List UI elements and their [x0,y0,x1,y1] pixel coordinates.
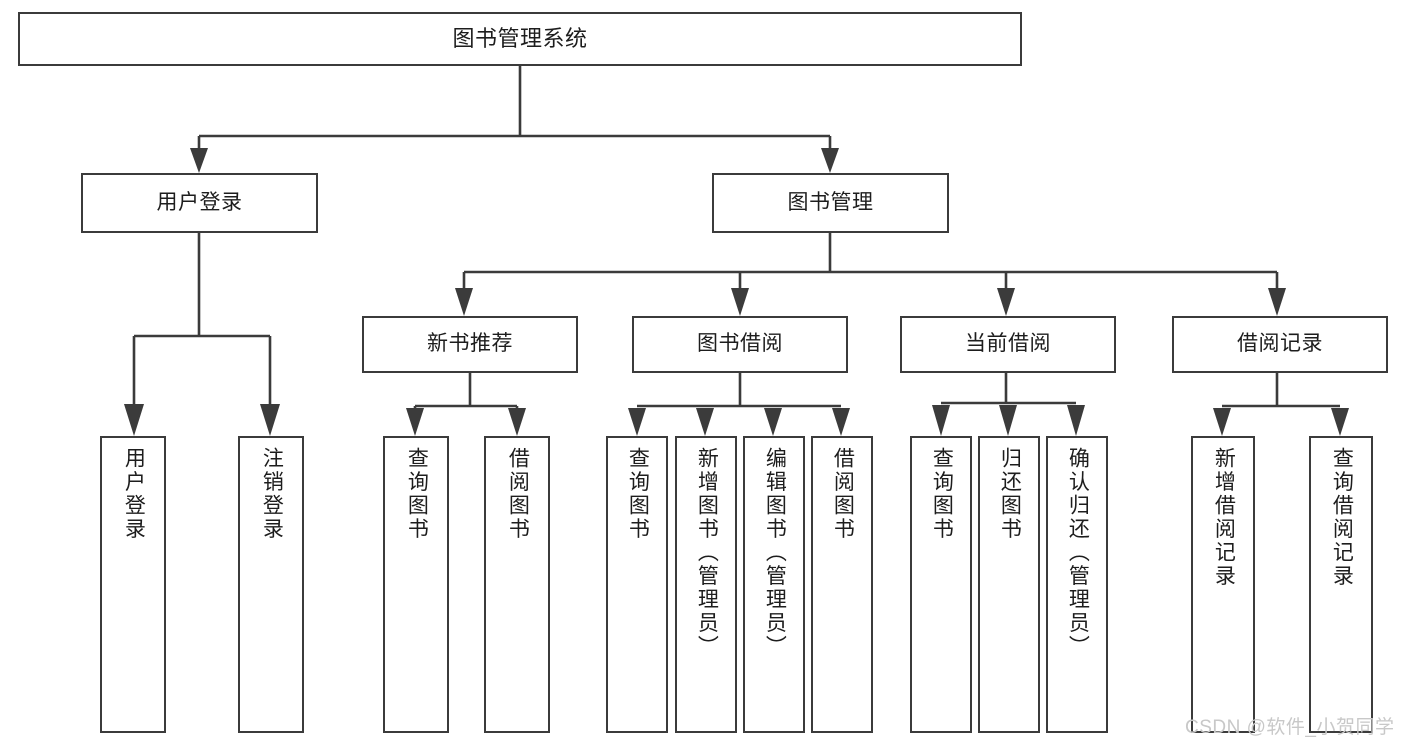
node-label: 编辑图书（管理员） [763,447,787,659]
node-label: 查询借阅记录 [1330,447,1354,588]
arrowhead-leaf-user-login-0 [124,404,144,436]
node-label: 归还图书 [998,447,1022,541]
leaf-current-borrow-confirm-return-admin[interactable]: 确认归还（管理员） [1046,436,1108,733]
node-label: 查询图书 [405,447,429,541]
leaf-book-borrow-add-book-admin[interactable]: 新增图书（管理员） [675,436,737,733]
arrowhead-borrow-record [1268,288,1286,316]
leaf-book-borrow-query-book[interactable]: 查询图书 [606,436,668,733]
node-label: 注销登录 [260,447,284,541]
node-label: 查询图书 [930,447,954,541]
leaf-book-borrow-borrow-book[interactable]: 借阅图书 [811,436,873,733]
leaf-new-book-borrow-book[interactable]: 借阅图书 [484,436,550,733]
arrowhead-book-mgmt [821,148,839,173]
leaf-borrow-record-query-record[interactable]: 查询借阅记录 [1309,436,1373,733]
arrowhead-new-book-recommend [455,288,473,316]
arrowhead-current-borrow [997,288,1015,316]
node-book-management[interactable]: 图书管理 [712,173,949,233]
arrowhead-leaf-user-login-1 [260,404,280,436]
node-label: 新书推荐 [427,332,513,356]
node-label: 图书管理系统 [452,26,588,52]
node-label: 新增借阅记录 [1212,447,1236,588]
arrowhead-leaf-bookborrow-0 [628,408,646,436]
node-book-borrow[interactable]: 图书借阅 [632,316,848,373]
leaf-user-login-logout[interactable]: 注销登录 [238,436,304,733]
arrowhead-leaf-borrowrecord-0 [1213,408,1231,436]
arrowhead-leaf-borrowrecord-1 [1331,408,1349,436]
node-label: 借阅图书 [831,447,855,541]
node-label: 用户登录 [122,447,146,541]
leaf-user-login-login[interactable]: 用户登录 [100,436,166,733]
node-new-book-recommend[interactable]: 新书推荐 [362,316,578,373]
node-label: 用户登录 [156,190,243,214]
arrowhead-leaf-currentborrow-2 [1067,405,1085,436]
leaf-borrow-record-add-record[interactable]: 新增借阅记录 [1191,436,1255,733]
arrowhead-leaf-newbook-1 [508,408,526,436]
csdn-watermark: CSDN @软件_小贺同学 [1185,717,1395,738]
node-borrow-record[interactable]: 借阅记录 [1172,316,1388,373]
leaf-current-borrow-return-book[interactable]: 归还图书 [978,436,1040,733]
node-label: 当前借阅 [965,332,1051,356]
arrowhead-leaf-newbook-0 [406,408,424,436]
arrowhead-leaf-bookborrow-3 [832,408,850,436]
node-label: 借阅图书 [506,447,530,541]
leaf-book-borrow-edit-book-admin[interactable]: 编辑图书（管理员） [743,436,805,733]
node-current-borrow[interactable]: 当前借阅 [900,316,1116,373]
node-root-book-management-system[interactable]: 图书管理系统 [18,12,1022,66]
arrowhead-leaf-currentborrow-1 [999,405,1017,436]
node-label: 图书借阅 [697,332,783,356]
leaf-current-borrow-query-book[interactable]: 查询图书 [910,436,972,733]
node-label: 借阅记录 [1237,332,1323,356]
arrowhead-book-borrow [731,288,749,316]
arrowhead-user-login [190,148,208,173]
leaf-new-book-query-book[interactable]: 查询图书 [383,436,449,733]
arrowhead-leaf-bookborrow-2 [764,408,782,436]
arrowhead-leaf-currentborrow-0 [932,405,950,436]
node-label: 新增图书（管理员） [695,447,719,659]
node-label: 确认归还（管理员） [1066,447,1090,659]
arrowhead-leaf-bookborrow-1 [696,408,714,436]
node-user-login[interactable]: 用户登录 [81,173,318,233]
node-label: 图书管理 [787,190,874,214]
node-label: 查询图书 [626,447,650,541]
